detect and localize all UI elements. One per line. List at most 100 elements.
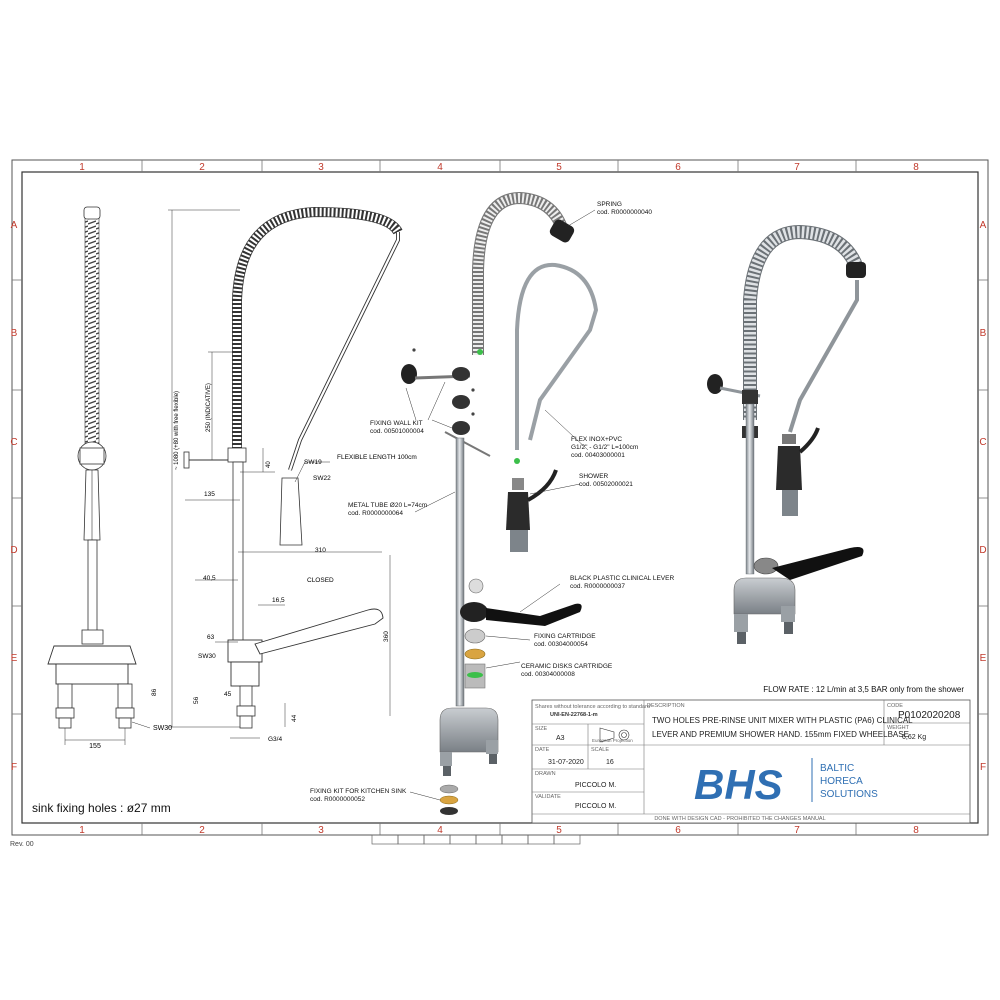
shower-part [506,469,558,552]
label-black-lever: BLACK PLASTIC CLINICAL LEVER [570,575,674,582]
label-spring: SPRING [597,201,622,208]
column-label-5: 5 [556,162,562,173]
dim-sw30-side: SW30 [198,653,216,660]
column-label-5: 5 [556,825,562,836]
column-label-4: 4 [437,162,443,173]
tb-projection: European Projection [592,738,633,743]
row-label-D: D [979,545,986,556]
label-flex: FLEX INOX+PVC [571,436,622,443]
tb-description-line1: TWO HOLES PRE-RINSE UNIT MIXER WITH PLAS… [652,716,913,725]
row-label-C: C [979,437,986,448]
rendered-view [707,224,866,644]
dim-sw19: SW19 [304,459,322,466]
dim-155: 155 [89,743,101,750]
tb-drawn-label: DRAWN [535,771,556,777]
code-shower: cod. 00502000021 [579,481,633,488]
revision-label: Rev. 00 [10,841,34,848]
row-label-E: E [980,653,987,664]
column-label-8: 8 [913,825,919,836]
tb-date: 31-07-2020 [548,759,584,766]
tb-scale: 16 [606,759,614,766]
dim-g3-4: G3/4 [268,736,282,743]
row-label-B: B [11,328,18,339]
dim-56: 56 [193,696,200,704]
dim-63: 63 [207,634,215,641]
svg-text:SOLUTIONS: SOLUTIONS [820,789,878,800]
label-fixing-cartridge: FIXING CARTRIDGE [534,633,596,640]
tb-date-label: DATE [535,747,550,753]
column-label-2: 2 [199,825,205,836]
front-view: 155 SW30 [47,206,172,750]
tb-tolerance: Shares without tolerance according to st… [535,704,650,710]
tb-validate-label: VALIDATE [535,794,561,800]
label-fixing-kit-sink: FIXING KIT FOR KITCHEN SINK [310,788,407,795]
column-label-3: 3 [318,162,324,173]
svg-text:HORECA: HORECA [820,776,863,787]
bhs-logo: BHS BALTIC HORECA SOLUTIONS [694,758,878,808]
row-label-C: C [10,437,17,448]
column-label-7: 7 [794,162,800,173]
tb-weight: 6,62 Kg [902,734,926,741]
dim-360: 360 [383,631,390,642]
column-label-8: 8 [913,162,919,173]
tb-drawn: PICCOLO M. [575,782,616,789]
row-label-F: F [980,762,986,773]
dim-total-height: ~ 1080 (+80 with free flexible) [174,391,180,470]
column-label-1: 1 [79,162,85,173]
label-metal-tube: METAL TUBE Ø20 L=74cm [348,502,427,509]
sink-fixing-note: sink fixing holes : ø27 mm [32,801,171,815]
column-label-2: 2 [199,162,205,173]
row-label-B: B [980,328,987,339]
tb-footer: DONE WITH DESIGN CAD - PROHIBITED THE CH… [654,816,825,822]
tb-code-label: CODE [887,703,903,709]
code-fixing-wall-kit: cod. 00501000004 [370,428,424,435]
tb-weight-label: WEIGHT [887,725,910,731]
wall-kit-parts [401,348,491,457]
dim-40: 40 [266,461,272,468]
code-metal-tube: cod. R0000000064 [348,510,403,517]
code-black-lever: cod. R0000000037 [570,583,625,590]
tb-size: A3 [556,735,565,742]
dim-16-5: 16,5 [272,597,285,604]
column-label-3: 3 [318,825,324,836]
column-label-7: 7 [794,825,800,836]
label-ceramic-cartridge: CERAMIC DISKS CARTRIDGE [521,663,613,670]
projection-symbol-icon [599,727,630,743]
closed-label: CLOSED [307,577,334,584]
code-fixing-cartridge: cod. 00304000054 [534,641,588,648]
dim-86: 86 [151,688,158,696]
column-label-6: 6 [675,825,681,836]
column-label-4: 4 [437,825,443,836]
row-label-F: F [11,762,17,773]
svg-text:BALTIC: BALTIC [820,763,854,774]
dim-135: 135 [204,491,215,498]
dim-44: 44 [291,714,298,722]
dim-sw22: SW22 [313,475,331,482]
dim-sw30-front: SW30 [153,725,172,732]
row-label-D: D [10,545,17,556]
black-lever-part [460,602,582,626]
column-label-6: 6 [675,162,681,173]
dim-310: 310 [315,547,326,554]
tb-code: P0102020208 [898,710,961,721]
exploded-view: SPRING cod. R0000000040 FIXING WALL KIT … [310,191,674,815]
code-fixing-kit-sink: cod. R0000000052 [310,796,365,803]
spec-flex: G1/2" - G1/2" L=100cm [571,444,638,451]
column-label-1: 1 [79,825,85,836]
code-flex: cod. 00403000001 [571,452,625,459]
tb-description-label: DESCRIPTION [647,703,685,709]
code-spring: cod. R0000000040 [597,209,652,216]
label-fixing-wall-kit: FIXING WALL KIT [370,420,423,427]
row-label-E: E [11,653,18,664]
row-label-A: A [11,220,18,231]
tb-size-label: SIZE [535,726,548,732]
title-block: Shares without tolerance according to st… [531,699,971,824]
tb-scale-label: SCALE [591,747,609,753]
tb-standard: UNI-EN-22768-1-m [550,712,598,718]
svg-text:BHS: BHS [694,761,783,808]
exploded-body [439,707,499,776]
flex-length-label: FLEXIBLE LENGTH 100cm [337,454,417,461]
code-ceramic-cartridge: cod. 00304000008 [521,671,575,678]
